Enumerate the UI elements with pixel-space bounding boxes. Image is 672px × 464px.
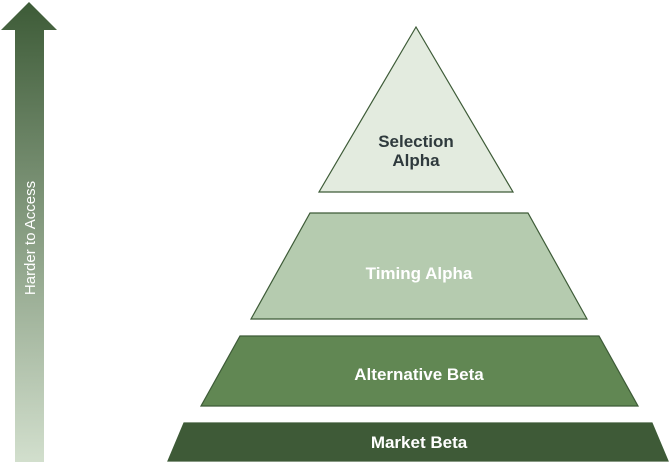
market-beta-shape	[167, 422, 669, 462]
level-selection-alpha: Selection Alpha	[317, 25, 515, 193]
arrow-shape	[1, 2, 57, 462]
alternative-beta-shape	[199, 335, 640, 407]
timing-alpha-label: Timing Alpha	[366, 264, 473, 283]
selection-alpha-label-line1: Selection	[378, 132, 454, 151]
timing-alpha-shape	[249, 212, 589, 320]
arrow-label: Harder to Access	[22, 181, 39, 295]
level-market-beta: Market Beta	[167, 422, 669, 462]
level-timing-alpha: Timing Alpha	[249, 212, 589, 320]
market-beta-label: Market Beta	[371, 433, 468, 452]
alternative-beta-label: Alternative Beta	[354, 365, 484, 384]
pyramid: Selection Alpha Timing Alpha Alternative…	[167, 25, 669, 462]
level-alternative-beta: Alternative Beta	[199, 335, 640, 407]
selection-alpha-shape	[317, 25, 515, 193]
selection-alpha-label-line2: Alpha	[392, 151, 440, 170]
harder-to-access-arrow: Harder to Access	[1, 2, 57, 462]
